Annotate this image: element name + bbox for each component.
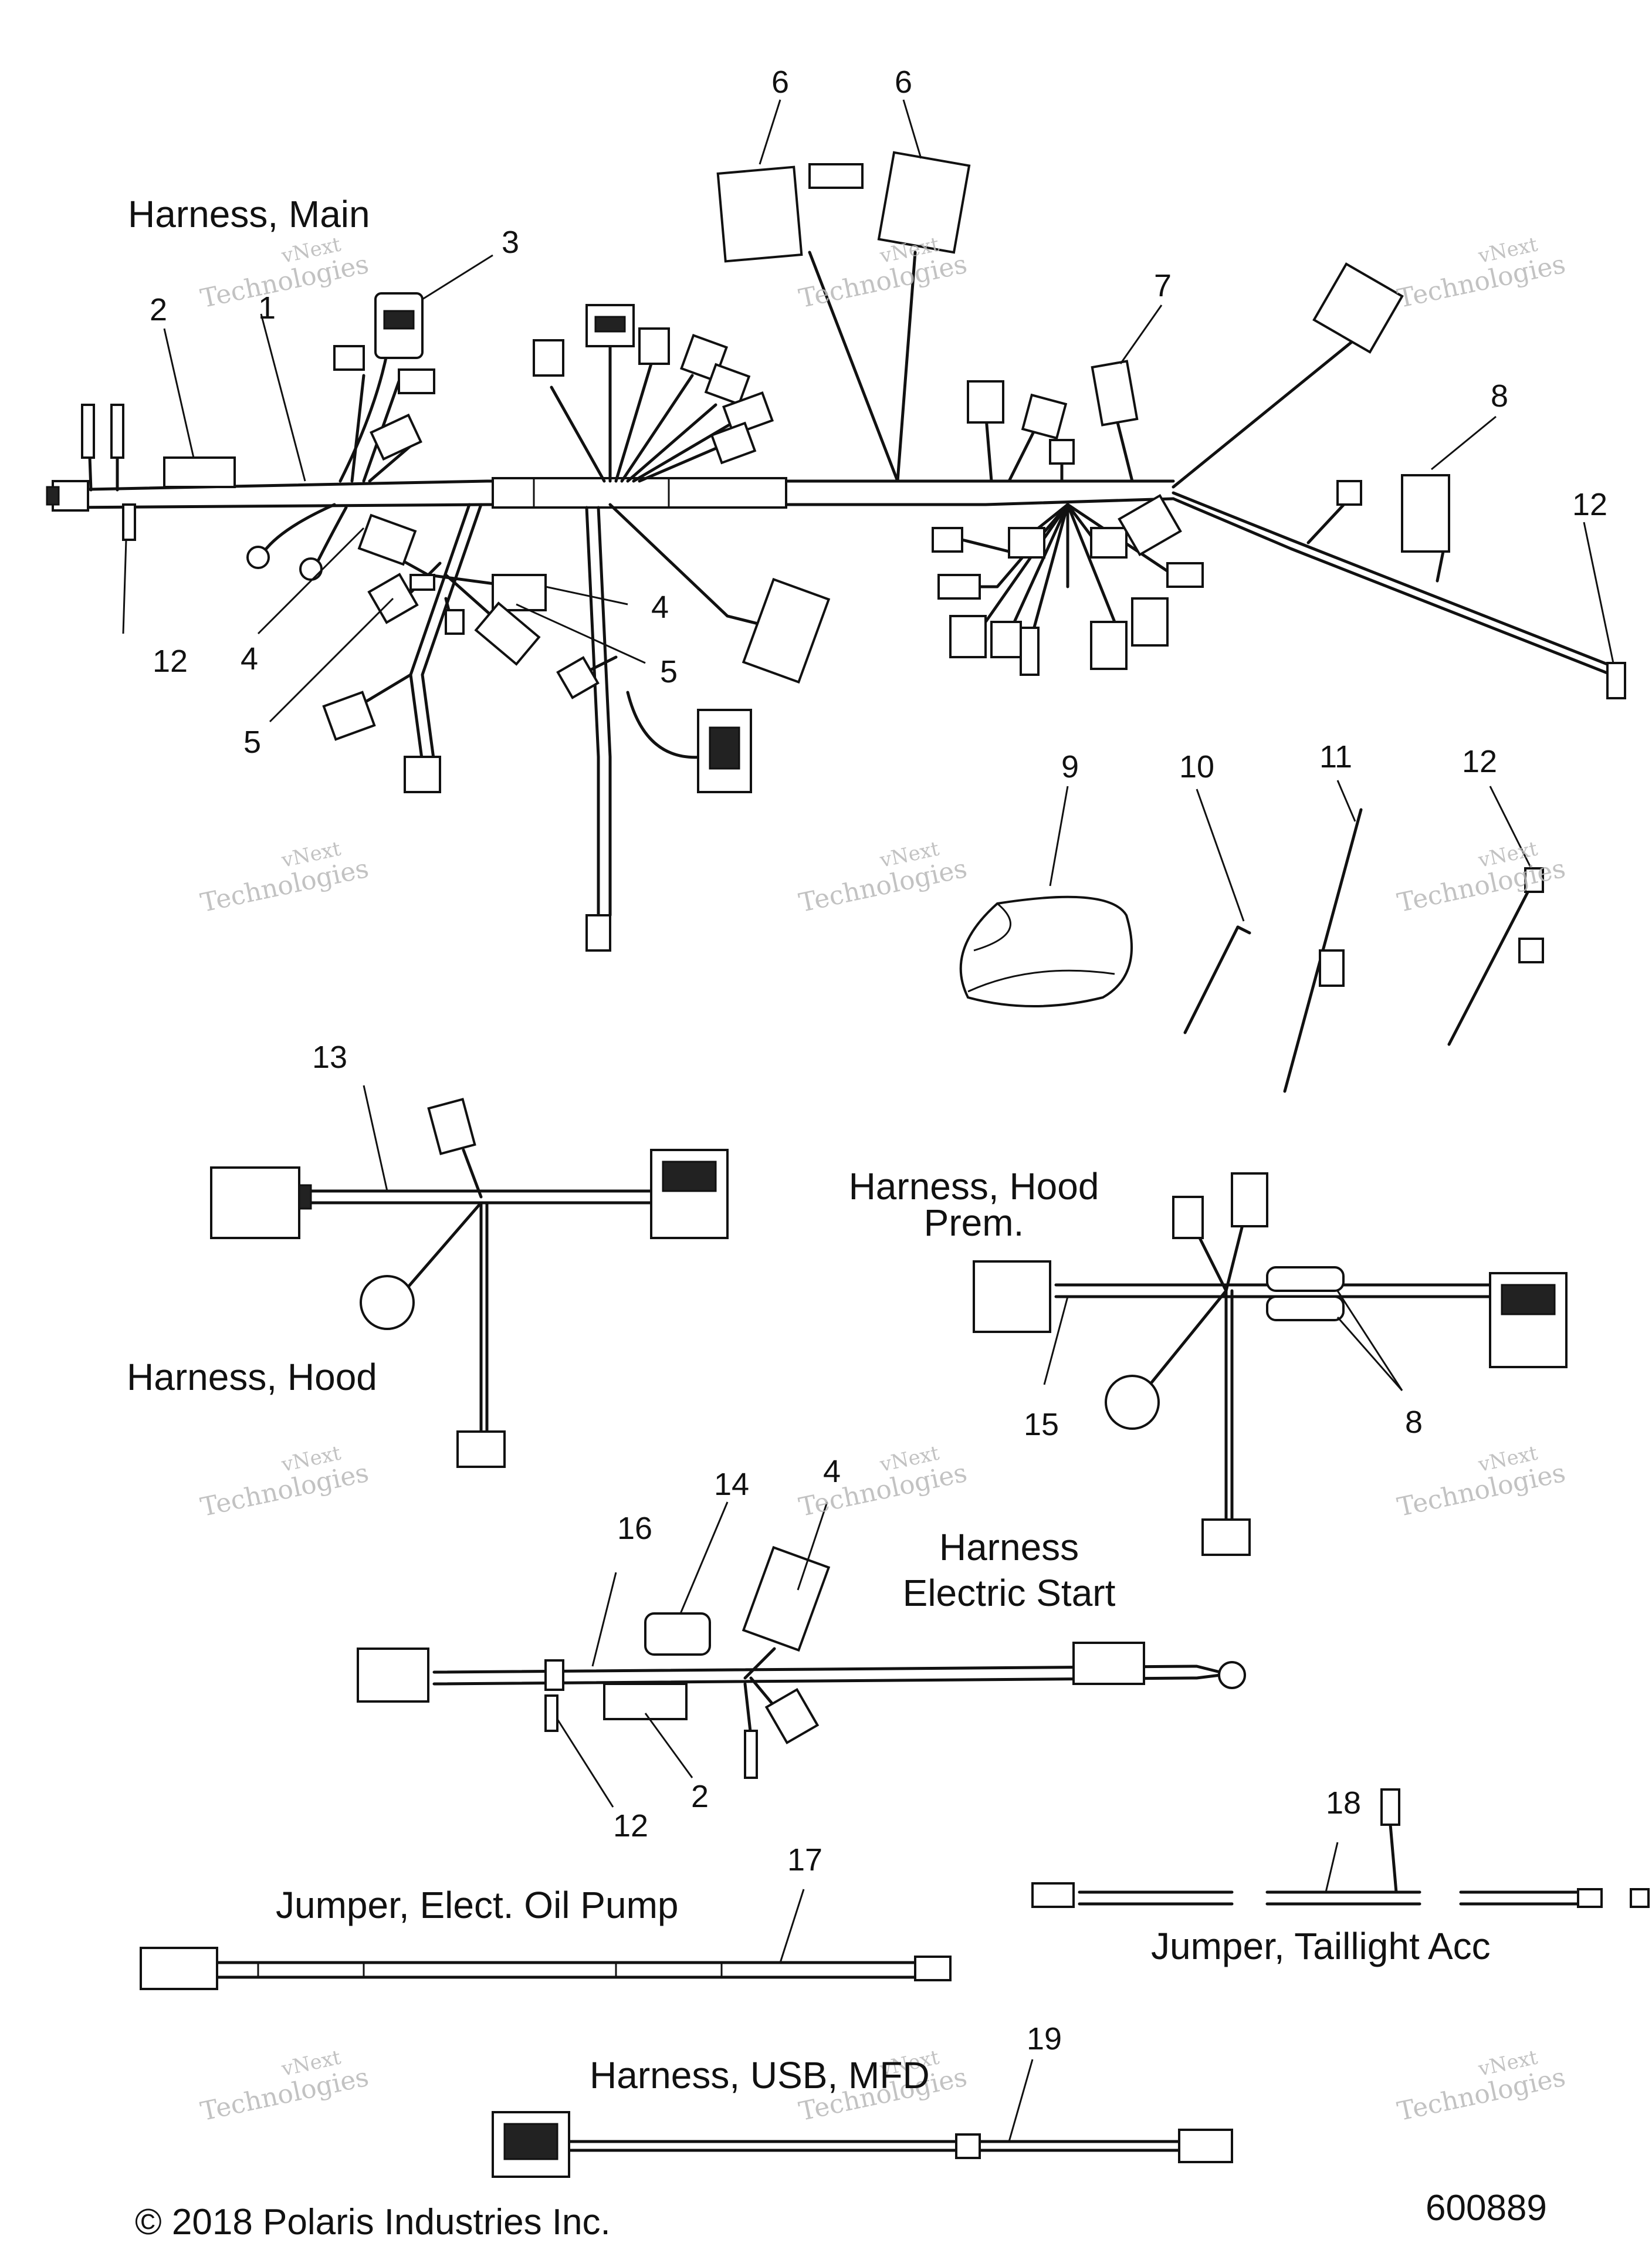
electric-start-harness-drawing [357,1545,1246,1779]
callout-12: 12 [1572,487,1608,522]
callout-15: 15 [1023,1407,1059,1442]
callout-16: 16 [617,1511,653,1546]
callout-2: 2 [149,292,168,327]
callout-2: 2 [690,1779,709,1814]
callout-5: 5 [243,725,262,760]
loose-parts-drawing [959,808,1544,1093]
callout-12: 12 [152,644,188,679]
title-harness-usb: Harness, USB, MFD [590,2054,930,2096]
title-harness-electric-start-line1: Harness [939,1526,1079,1568]
title-jumper-oil-pump: Jumper, Elect. Oil Pump [276,1884,679,1926]
callout-8: 8 [1490,378,1509,414]
callout-5: 5 [659,654,678,689]
title-harness-electric-start-line2: Electric Start [902,1572,1116,1614]
callout-8: 8 [1404,1405,1423,1440]
callout-11: 11 [1319,739,1353,774]
title-harness-hood-prem-line2: Prem. [923,1202,1024,1244]
callout-17: 17 [787,1842,823,1877]
copyright-text: © 2018 Polaris Industries Inc. [135,2202,611,2242]
callout-1: 1 [258,290,276,326]
callout-12: 12 [612,1808,649,1843]
callout-4: 4 [240,641,259,676]
hood-prem-harness-drawing [973,1172,1568,1556]
title-harness-hood-prem-line1: Harness, Hood [848,1165,1099,1207]
callout-14: 14 [713,1467,750,1502]
callout-19: 19 [1026,2021,1062,2056]
callout-leaders [122,99,1614,2142]
title-harness-hood-prem: Harness, Hood Prem. [833,1165,1115,1244]
main-harness-drawing [46,151,1626,952]
oil-pump-jumper-drawing [140,1947,952,1990]
callout-10: 10 [1179,749,1215,784]
callout-4: 4 [822,1454,841,1489]
callout-3: 3 [501,225,520,260]
callout-6: 6 [894,65,913,100]
callout-9: 9 [1061,749,1079,784]
hood-harness-drawing [210,1098,729,1468]
callout-6: 6 [771,65,790,100]
callout-7: 7 [1153,268,1172,303]
taillight-jumper-drawing [1031,1788,1650,1908]
title-harness-electric-start: Harness Electric Start [868,1525,1150,1615]
title-harness-main: Harness, Main [128,193,370,235]
title-harness-hood: Harness, Hood [127,1356,377,1398]
usb-harness-drawing [492,2111,1233,2178]
callout-13: 13 [312,1040,348,1075]
title-jumper-taillight: Jumper, Taillight Acc [1151,1925,1491,1967]
figure-number: 600889 [1426,2188,1547,2228]
callout-4: 4 [651,590,669,625]
callout-12: 12 [1461,744,1498,779]
callout-18: 18 [1325,1785,1362,1821]
